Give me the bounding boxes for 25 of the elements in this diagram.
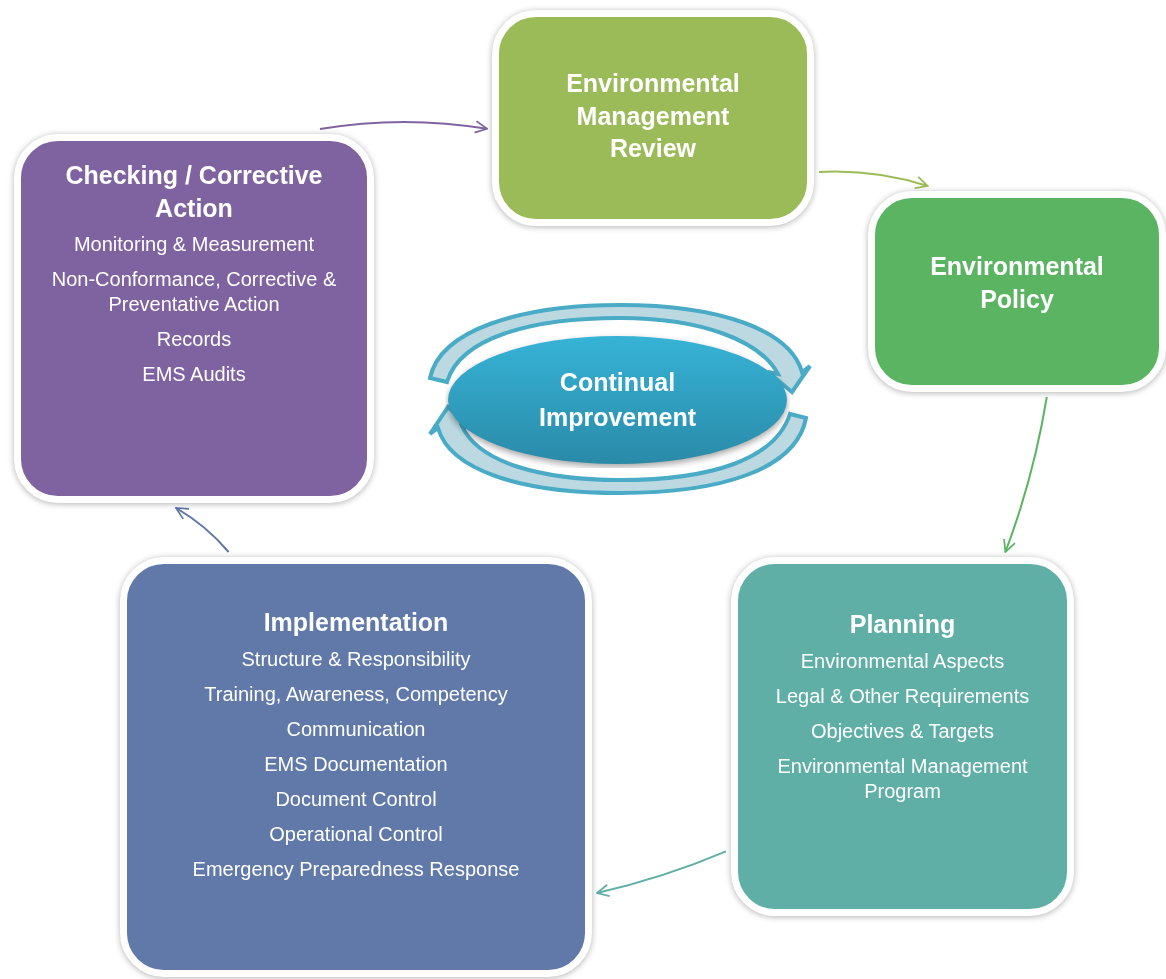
- node-title: Environmental Management Review: [565, 68, 741, 164]
- node-title: Continual Improvement: [538, 367, 697, 433]
- list-item: Structure & Responsibility: [241, 646, 471, 672]
- arrow: [818, 170, 929, 190]
- arrow: [175, 507, 230, 553]
- list-item: Operational Control: [269, 821, 443, 847]
- list-item: Records: [156, 327, 232, 352]
- list-item: Emergency Preparedness Response: [192, 856, 520, 882]
- node-title: Environmental Policy: [929, 251, 1105, 315]
- list-item: Objectives & Targets: [810, 718, 994, 744]
- list-item: Monitoring & Measurement: [73, 232, 315, 257]
- arrow: [596, 850, 727, 897]
- list-item: Communication: [286, 716, 426, 742]
- list-item: Environmental Aspects: [800, 648, 1005, 674]
- arrow: [319, 120, 488, 134]
- node-title: Checking / Corrective Action: [64, 160, 324, 224]
- list-item: Non-Conformance, Corrective & Preventative Action: [50, 267, 338, 317]
- list-item: Training, Awareness, Competency: [204, 681, 508, 707]
- list-item: EMS Documentation: [264, 751, 448, 777]
- list-item: Environmental Management Program: [776, 753, 1029, 804]
- list-item: Document Control: [275, 786, 437, 812]
- list-item: Legal & Other Requirements: [775, 683, 1030, 709]
- node-title: Planning: [849, 609, 956, 640]
- list-item: EMS Audits: [142, 362, 246, 387]
- node-title: Implementation: [263, 607, 449, 638]
